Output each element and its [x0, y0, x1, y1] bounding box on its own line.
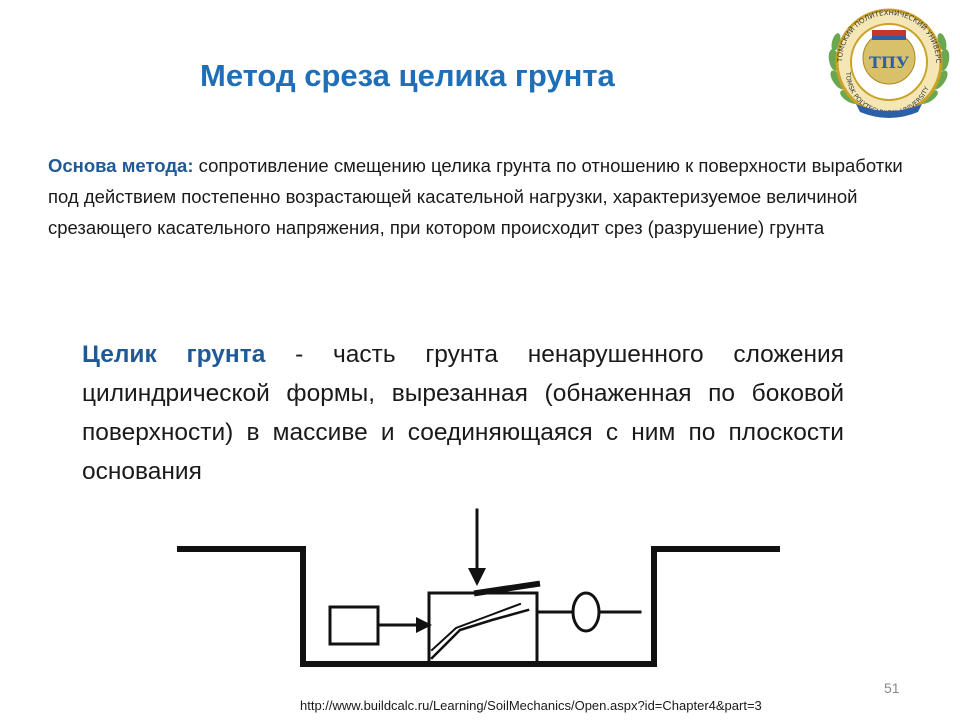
page-number: 51 [884, 680, 900, 696]
definition-text: - часть грунта ненарушенного сложения ци… [82, 341, 844, 485]
dynamometer-ring [571, 591, 601, 633]
horizontal-arrow-head [416, 617, 432, 633]
method-basis-paragraph: Основа метода: сопротивление смещению це… [48, 150, 908, 243]
vertical-arrow-head [468, 568, 486, 586]
method-basis-term: Основа метода: [48, 155, 194, 176]
excavation-outline [177, 546, 780, 667]
load-plate [473, 580, 541, 597]
source-link[interactable]: http://www.buildcalc.ru/Learning/SoilMec… [300, 698, 762, 713]
logo-monogram: ТПУ [869, 53, 909, 72]
shear-test-diagram [177, 508, 780, 667]
slide-title: Метод среза целика грунта [200, 58, 615, 93]
definition-term: Целик грунта [82, 341, 266, 368]
jack-box [328, 605, 380, 646]
shield-icon: ТПУ [862, 30, 916, 85]
method-basis-text: сопротивление смещению целика грунта по … [48, 155, 903, 238]
university-logo: ТОМСКИЙ ПОЛИТЕХНИЧЕСКИЙ УНИВЕРСИТЕТ TOMS… [820, 0, 950, 118]
soil-pillar-definition: Целик грунта - часть грунта ненарушенног… [82, 335, 844, 491]
shear-surface [430, 608, 530, 660]
